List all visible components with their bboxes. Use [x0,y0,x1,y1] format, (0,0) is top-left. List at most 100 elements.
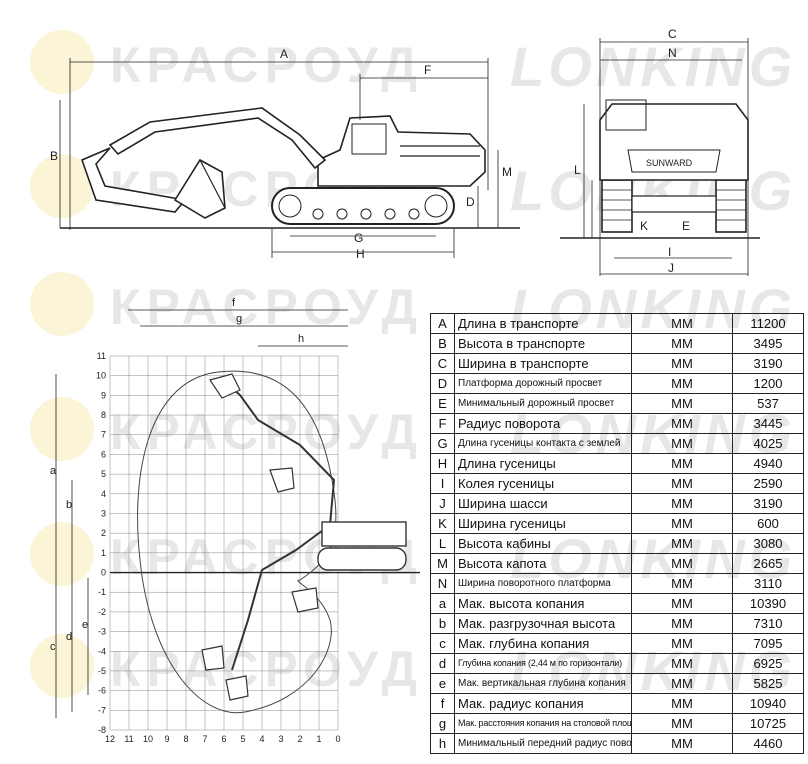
spec-unit: MM [631,553,733,574]
spec-unit: MM [631,633,733,654]
y-tick-label: 8 [101,410,106,420]
spec-value: 4940 [732,453,804,474]
spec-unit: MM [631,493,733,514]
dim-label-L: L [574,163,581,177]
spec-key: G [430,433,455,454]
x-tick-label: 12 [105,734,115,744]
spec-key: F [430,413,455,434]
spec-key: a [430,593,455,614]
spec-name: Высота кабины [454,533,632,554]
spec-key: M [430,553,455,574]
working-range [55,309,420,731]
dim-label-d: d [66,631,72,643]
spec-key: J [430,493,455,514]
y-tick-label: -3 [98,627,106,637]
spec-key: f [430,693,455,714]
spec-key: c [430,633,455,654]
spec-unit: MM [631,573,733,594]
hammer-logo-icon [30,272,94,336]
spec-name: Мак. радиус копания [454,693,632,714]
spec-value: 5825 [732,673,804,694]
y-tick-label: 2 [101,528,106,538]
spec-name: Длина в транспорте [454,313,632,334]
y-tick-label: -4 [98,646,106,656]
dim-label-f: f [232,297,236,309]
spec-unit: MM [631,733,733,754]
spec-value: 2665 [732,553,804,574]
spec-name: Высота капота [454,553,632,574]
x-tick-label: 6 [221,734,226,744]
watermark-brand-en: LONKING [510,35,797,98]
x-tick-label: 8 [183,734,188,744]
spec-name: Минимальный передний радиус поворота [454,733,632,754]
spec-name: Ширина шасси [454,493,632,514]
dim-label-c: c [50,641,56,653]
spec-key: e [430,673,455,694]
x-tick-label: 11 [124,734,133,744]
spec-name: Радиус поворота [454,413,632,434]
spec-name: Ширина в транспорте [454,353,632,374]
spec-unit: MM [631,473,733,494]
front-view-labels: C N L K E I J SUNWARD [574,27,693,275]
side-view-labels: A F B M D G H [50,47,512,261]
spec-unit: MM [631,453,733,474]
spec-name: Длина гусеницы контакта с землей [454,433,632,454]
dim-label-H: H [356,247,365,261]
spec-value: 600 [732,513,804,534]
spec-name: Высота в транспорте [454,333,632,354]
spec-unit: MM [631,413,733,434]
y-tick-label: 1 [101,548,106,558]
side-view [59,58,520,258]
spec-name: Ширина гусеницы [454,513,632,534]
spec-value: 10725 [732,713,804,734]
spec-unit: MM [631,313,733,334]
y-tick-label: 11 [97,351,106,361]
dim-label-J: J [668,261,674,275]
spec-value: 3190 [732,493,804,514]
dim-label-A: A [280,47,288,61]
dim-label-h: h [298,333,304,345]
spec-value: 4025 [732,433,804,454]
y-tick-label: 3 [101,508,106,518]
spec-unit: MM [631,593,733,614]
spec-name: Платформа дорожный просвет [454,373,632,394]
sunward-badge: SUNWARD [646,158,693,168]
spec-name: Минимальный дорожный просвет [454,393,632,414]
working-range-labels: f g h a b c d e [50,297,304,653]
front-view [560,38,760,276]
dim-label-N: N [668,46,677,60]
spec-value: 1200 [732,373,804,394]
x-tick-label: 2 [297,734,302,744]
watermark-row: КРАСРОУД LONKING [0,28,808,98]
spec-unit: MM [631,353,733,374]
x-tick-label: 7 [202,734,207,744]
y-tick-label: -7 [98,705,106,715]
spec-unit: MM [631,613,733,634]
spec-key: I [430,473,455,494]
spec-value: 4460 [732,733,804,754]
y-tick-label: 6 [101,449,106,459]
dim-label-a: a [50,465,57,477]
spec-key: b [430,613,455,634]
dim-label-b: b [66,499,72,511]
spec-unit: MM [631,653,733,674]
watermark-brand-ru: КРАСРОУД [110,37,423,93]
hammer-logo-icon [30,634,94,698]
spec-key: A [430,313,455,334]
spec-name: Колея гусеницы [454,473,632,494]
spec-value: 537 [732,393,804,414]
